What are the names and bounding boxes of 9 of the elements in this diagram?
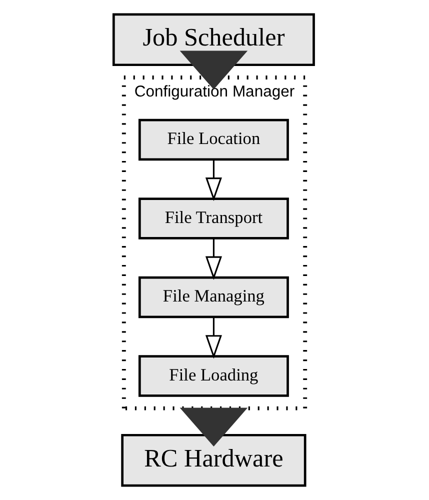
node-box: File Loading — [138, 355, 289, 397]
node-box: RC Hardware — [121, 434, 306, 487]
node-box: File Location — [138, 118, 289, 161]
node-box: File Managing — [138, 276, 289, 318]
arrow — [180, 50, 248, 90]
arrow — [205, 238, 222, 280]
arrow — [205, 160, 222, 202]
arrow — [205, 317, 222, 359]
node-box: File Transport — [138, 198, 289, 240]
